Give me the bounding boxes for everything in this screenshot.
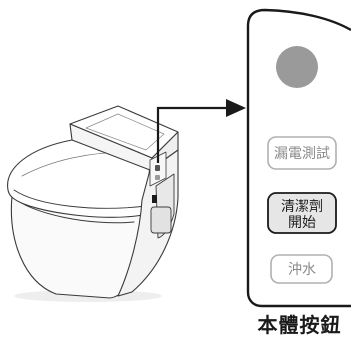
panel-outline bbox=[246, 8, 351, 308]
toilet-illustration bbox=[7, 105, 179, 302]
button-panel bbox=[246, 8, 351, 308]
panel-caption: 本體按鈕 bbox=[257, 313, 342, 337]
cleaner-start-button-label-line2: 開始 bbox=[288, 215, 316, 231]
arrowhead-icon bbox=[226, 99, 246, 117]
flush-button-label: 沖水 bbox=[288, 262, 316, 278]
flush-button[interactable]: 沖水 bbox=[270, 254, 333, 284]
cleaner-start-button-label-line1: 清潔劑 bbox=[281, 198, 323, 215]
leak-test-button-label: 漏電測試 bbox=[274, 146, 330, 162]
round-button[interactable] bbox=[276, 46, 318, 88]
cleaner-start-button[interactable]: 清潔劑 開始 bbox=[267, 192, 337, 234]
leak-test-button[interactable]: 漏電測試 bbox=[267, 136, 337, 170]
pointer-arrow bbox=[156, 99, 246, 163]
arrow-line bbox=[156, 106, 226, 163]
